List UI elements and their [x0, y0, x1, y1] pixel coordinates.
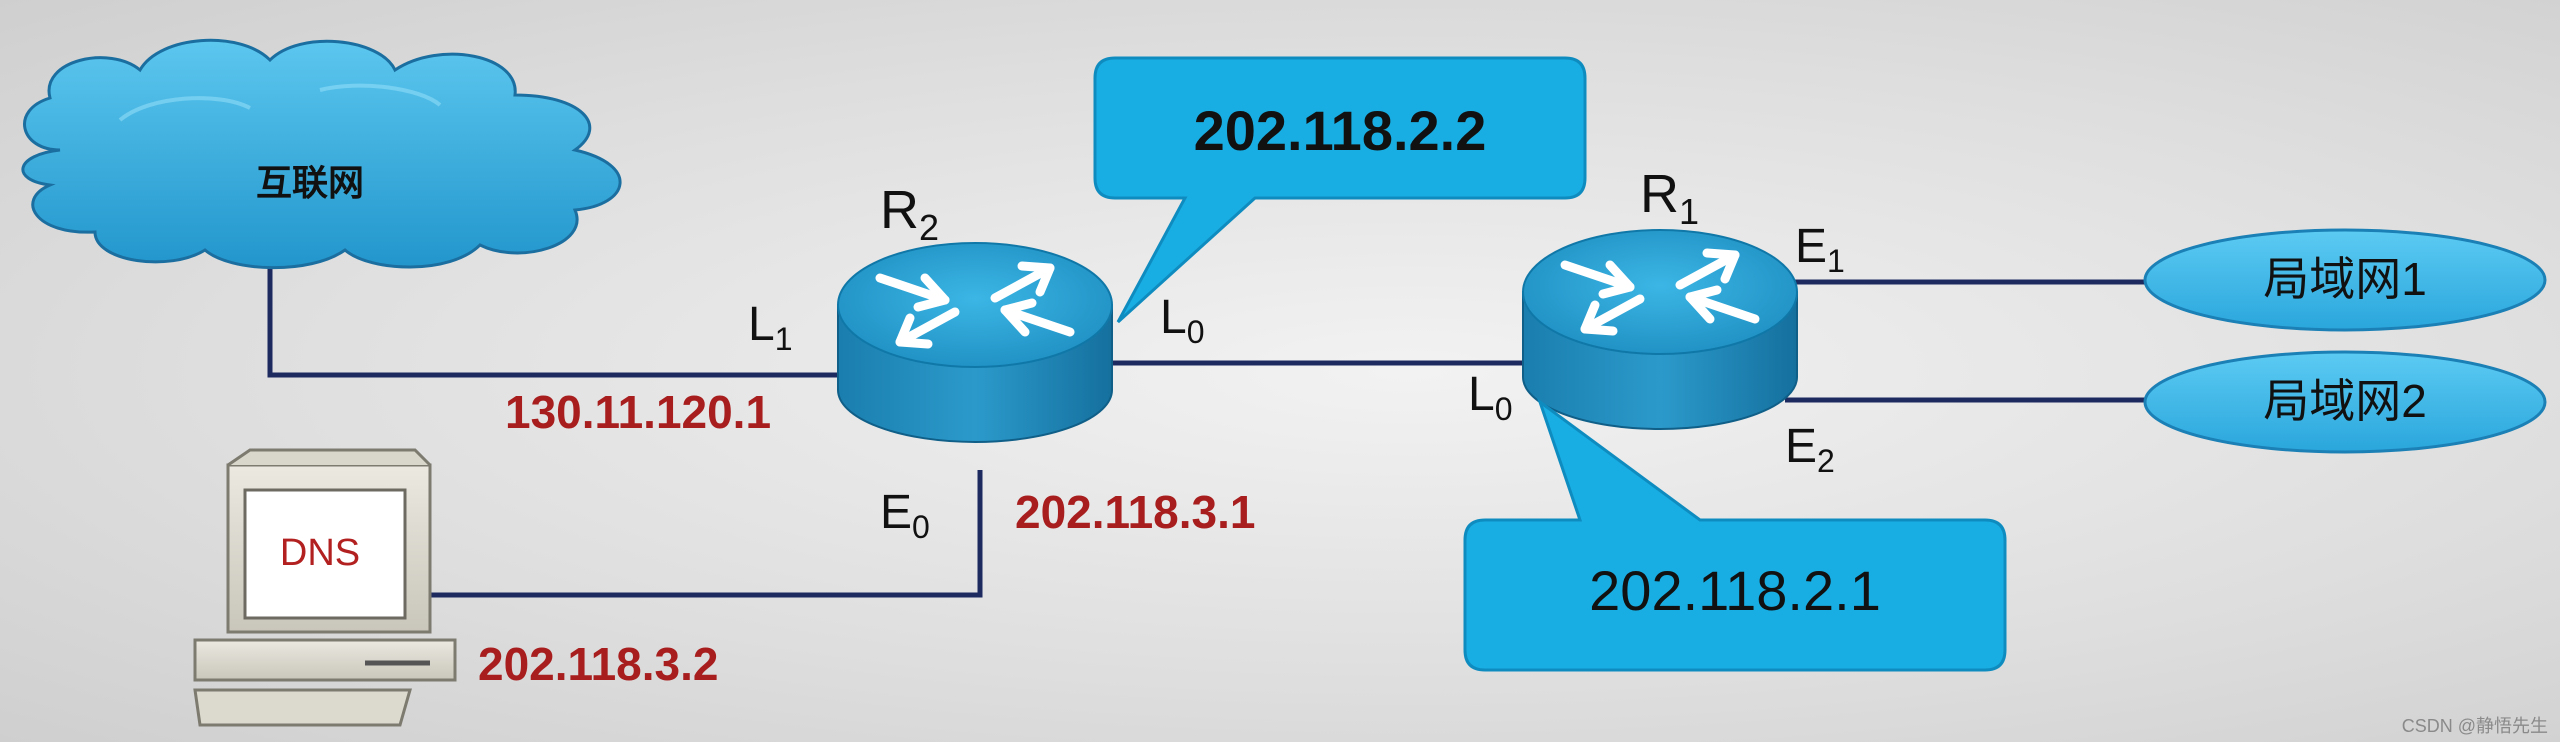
link-internet-r2: [267, 255, 840, 378]
iface-r2-l0: L0: [1160, 291, 1205, 350]
lan-2-label: 局域网2: [2263, 375, 2427, 427]
iface-r1-e1: E1: [1795, 220, 1845, 279]
links: [267, 255, 2150, 598]
router-r2-label: R2: [880, 180, 939, 248]
address-dns: 202.118.3.2: [478, 638, 718, 690]
callout-r2-l0: 202.118.2.2: [1093, 56, 1587, 324]
callout-r1-l0-address: 202.118.2.1: [1589, 559, 1881, 622]
internet-cloud: 互联网: [21, 38, 622, 270]
router-r1-label: R1: [1640, 164, 1699, 232]
watermark: CSDN @静悟先生: [2402, 716, 2548, 736]
iface-r1-l0: L0: [1468, 368, 1513, 427]
address-r2-e0: 202.118.3.1: [1015, 486, 1255, 538]
dns-label: DNS: [280, 532, 360, 574]
router-arrows-icon: [1560, 248, 1760, 336]
callout-r1-l0: 202.118.2.1: [1463, 397, 2007, 672]
dns-server-computer: DNS: [193, 448, 457, 727]
router-r2: R2: [837, 180, 1113, 443]
iface-r1-e2: E2: [1785, 420, 1835, 479]
lan-2: 局域网2: [2143, 350, 2547, 454]
router-r1: R1: [1522, 164, 1798, 430]
ip-addresses: 130.11.120.1 202.118.3.1 202.118.3.2: [478, 386, 1255, 690]
iface-r2-e0: E0: [880, 486, 930, 545]
callout-r2-l0-address: 202.118.2.2: [1194, 99, 1487, 162]
iface-r2-l1: L1: [748, 298, 793, 357]
cloud-icon: [21, 38, 622, 270]
internet-label: 互联网: [256, 162, 364, 203]
lan-1-label: 局域网1: [2263, 253, 2427, 305]
address-r2-l1: 130.11.120.1: [505, 386, 771, 438]
lan-1: 局域网1: [2143, 228, 2547, 332]
interface-labels: L1 L0 E0 L0 E1 E2: [748, 220, 1845, 545]
link-r2-dns: [420, 470, 983, 598]
router-arrows-icon: [875, 261, 1075, 349]
